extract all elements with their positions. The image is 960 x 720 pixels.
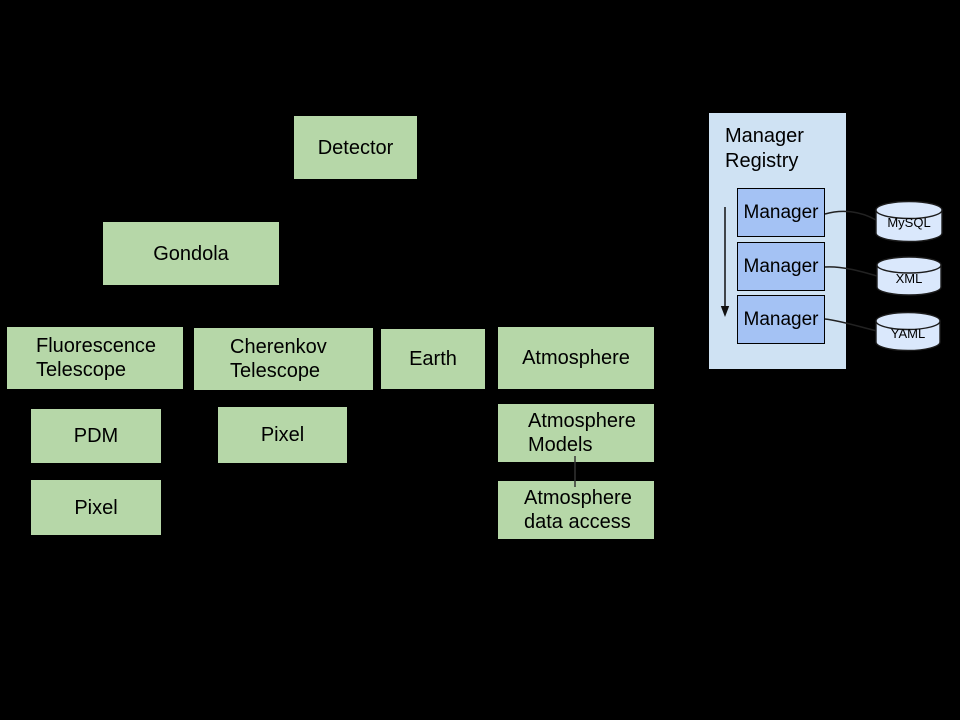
node-gondola: Gondola — [103, 222, 279, 285]
database-label-xml: XML — [896, 271, 923, 286]
node-pixel-cherenkov-label: Pixel — [260, 424, 305, 446]
node-pixel-pdm-label: Pixel — [74, 496, 118, 519]
node-earth: Earth — [381, 329, 485, 389]
database-cylinder-mysql: MySQL — [875, 200, 943, 243]
node-earth-label: Earth — [409, 348, 457, 370]
node-atmosphere-label: Atmosphere — [522, 347, 630, 369]
node-gondola-label: Gondola — [153, 242, 229, 265]
node-fluorescence-telescope-label-line1: Fluorescence — [36, 335, 157, 357]
manager-box-2: Manager — [737, 242, 825, 291]
node-atmosphere-models-label-line2: Models — [528, 434, 593, 456]
manager-registry-title-line2: Registry — [725, 150, 799, 172]
manager-box-1: Manager — [737, 188, 825, 237]
node-cherenkov-telescope-label-line2: Telescope — [230, 360, 321, 382]
node-detector-label: Detector — [317, 136, 394, 159]
manager-box-1-label: Manager — [743, 201, 819, 223]
node-cherenkov-telescope: Cherenkov Telescope — [194, 328, 373, 390]
node-atmosphere-models-label-line1: Atmosphere — [528, 410, 636, 432]
manager-registry-title-line1: Manager — [725, 125, 804, 147]
database-cylinder-yaml: YAML — [875, 311, 941, 352]
node-atmosphere-data-access: Atmosphere data access — [498, 481, 654, 539]
database-label-yaml: YAML — [891, 326, 925, 341]
manager-box-2-label: Manager — [743, 255, 819, 277]
manager-box-3-label: Manager — [743, 308, 819, 330]
node-cherenkov-telescope-label-line1: Cherenkov — [230, 336, 327, 358]
node-pixel-pdm: Pixel — [31, 480, 161, 535]
node-atmosphere-data-access-label-line2: data access — [524, 511, 631, 533]
node-atmosphere: Atmosphere — [498, 327, 654, 389]
node-fluorescence-telescope: Fluorescence Telescope — [7, 327, 183, 389]
node-fluorescence-telescope-label-line2: Telescope — [36, 359, 127, 381]
manager-box-3: Manager — [737, 295, 825, 344]
node-atmosphere-data-access-label-line1: Atmosphere — [524, 487, 632, 509]
node-pixel-cherenkov: Pixel — [218, 407, 347, 463]
node-detector: Detector — [294, 116, 417, 179]
manager-registry-title: Manager Registry — [725, 124, 804, 174]
node-pdm-label: PDM — [73, 425, 119, 447]
node-atmosphere-models: Atmosphere Models — [498, 404, 654, 462]
database-label-mysql: MySQL — [887, 215, 930, 230]
node-pdm: PDM — [31, 409, 161, 463]
database-cylinder-xml: XML — [876, 256, 942, 296]
